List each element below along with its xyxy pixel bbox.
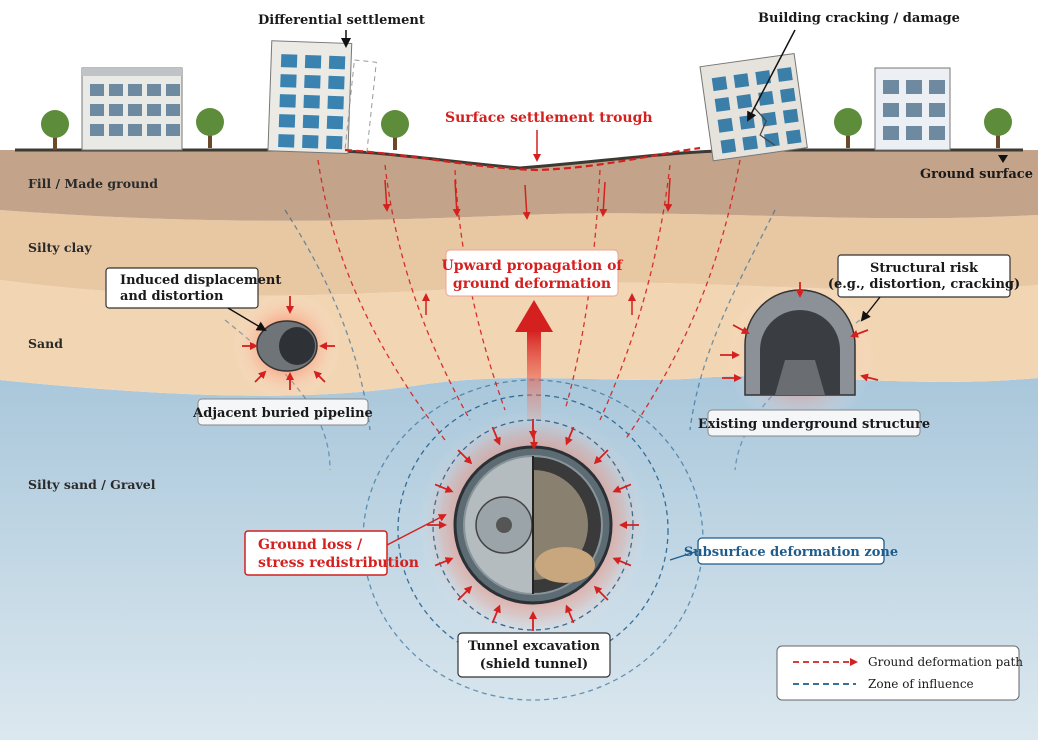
- svg-text:Existing underground structure: Existing underground structure: [698, 417, 930, 432]
- svg-text:Induced displacement: Induced displacement: [120, 273, 281, 288]
- inward-arrow: [434, 557, 454, 567]
- upward-arrow: [515, 300, 553, 420]
- svg-text:Adjacent buried pipeline: Adjacent buried pipeline: [192, 406, 373, 421]
- legend-deformation-label: Ground deformation path: [868, 655, 1023, 669]
- surface-trough-label: Surface settlement trough: [445, 110, 653, 126]
- tunnel-inward-arrows: [427, 419, 639, 631]
- building-damage-label: Building cracking / damage: [758, 11, 960, 26]
- building-left: [81, 67, 183, 151]
- tree-canopy: [41, 110, 69, 138]
- sand-label: Sand: [28, 336, 63, 351]
- inward-arrow: [491, 426, 501, 446]
- differential-settlement-label: Differential settlement: [258, 13, 425, 28]
- subsurface-zone-box: Subsurface deformation zone: [669, 537, 898, 565]
- building-original-outline: [344, 59, 377, 153]
- inward-arrow: [612, 557, 632, 567]
- pipeline-label-box: Adjacent buried pipeline: [192, 398, 373, 426]
- inward-arrow: [565, 604, 575, 624]
- building-right: [874, 67, 951, 151]
- silty-clay-label: Silty clay: [28, 240, 92, 255]
- tree-trunk: [53, 130, 57, 150]
- settlement-trough-line: [344, 146, 701, 172]
- top-annotations: Differential settlement Building crackin…: [258, 11, 1033, 182]
- inward-arrow: [457, 585, 473, 601]
- tree-canopy: [381, 110, 409, 138]
- induced-label-box: Induced displacement and distortion: [105, 267, 281, 332]
- svg-text:(shield tunnel): (shield tunnel): [480, 657, 588, 672]
- deformation-paths: [317, 159, 741, 441]
- legend-influence-label: Zone of influence: [868, 677, 974, 691]
- tree-trunk: [996, 128, 1000, 148]
- svg-text:stress redistribution: stress redistribution: [258, 555, 419, 571]
- tree-trunk: [846, 128, 850, 148]
- inward-arrow: [593, 585, 609, 601]
- underground-structure: [725, 280, 875, 430]
- tree-trunk: [208, 128, 212, 148]
- building-tilted-left: [267, 40, 353, 155]
- svg-text:and distortion: and distortion: [120, 289, 224, 304]
- existing-structure-box: Existing underground structure: [698, 409, 930, 437]
- upward-label-box: Upward propagation of ground deformation: [442, 249, 624, 297]
- legend: Ground deformation path Zone of influenc…: [776, 645, 1023, 701]
- deformation-arrows: [382, 177, 673, 315]
- inward-arrow: [593, 449, 609, 465]
- silty-sand-label: Silty sand / Gravel: [28, 477, 156, 492]
- inward-arrow: [491, 604, 501, 624]
- ground-surface-label: Ground surface: [920, 167, 1033, 182]
- svg-text:Structural risk: Structural risk: [870, 261, 979, 276]
- svg-text:(e.g., distortion, cracking): (e.g., distortion, cracking): [828, 277, 1020, 292]
- fill-layer: [0, 150, 1038, 221]
- fill-layer-label: Fill / Made ground: [28, 176, 158, 191]
- layer-labels: Fill / Made ground Silty clay Sand Silty…: [28, 176, 158, 492]
- svg-text:Ground loss /: Ground loss /: [258, 537, 363, 553]
- svg-text:Upward propagation of: Upward propagation of: [442, 258, 624, 274]
- tree-trunk: [393, 130, 397, 150]
- svg-text:Tunnel excavation: Tunnel excavation: [468, 639, 601, 654]
- svg-text:Subsurface deformation zone: Subsurface deformation zone: [684, 545, 898, 560]
- inward-arrow: [565, 426, 575, 446]
- pipeline-arrows: [242, 296, 335, 390]
- tunnel-label-box: Tunnel excavation (shield tunnel): [457, 632, 611, 678]
- inward-arrow: [612, 483, 632, 493]
- structure-arrows: [720, 282, 879, 382]
- tree-canopy: [834, 108, 862, 136]
- trees: [41, 108, 1012, 150]
- inward-arrow: [457, 449, 473, 465]
- tunnel: [418, 410, 648, 640]
- ground-loss-box: Ground loss / stress redistribution: [244, 514, 447, 576]
- tree-canopy: [984, 108, 1012, 136]
- structural-risk-box: Structural risk (e.g., distortion, crack…: [828, 254, 1020, 322]
- building-cracked: [699, 52, 808, 162]
- tree-canopy: [196, 108, 224, 136]
- inward-arrow: [434, 483, 454, 493]
- svg-text:ground deformation: ground deformation: [453, 276, 611, 292]
